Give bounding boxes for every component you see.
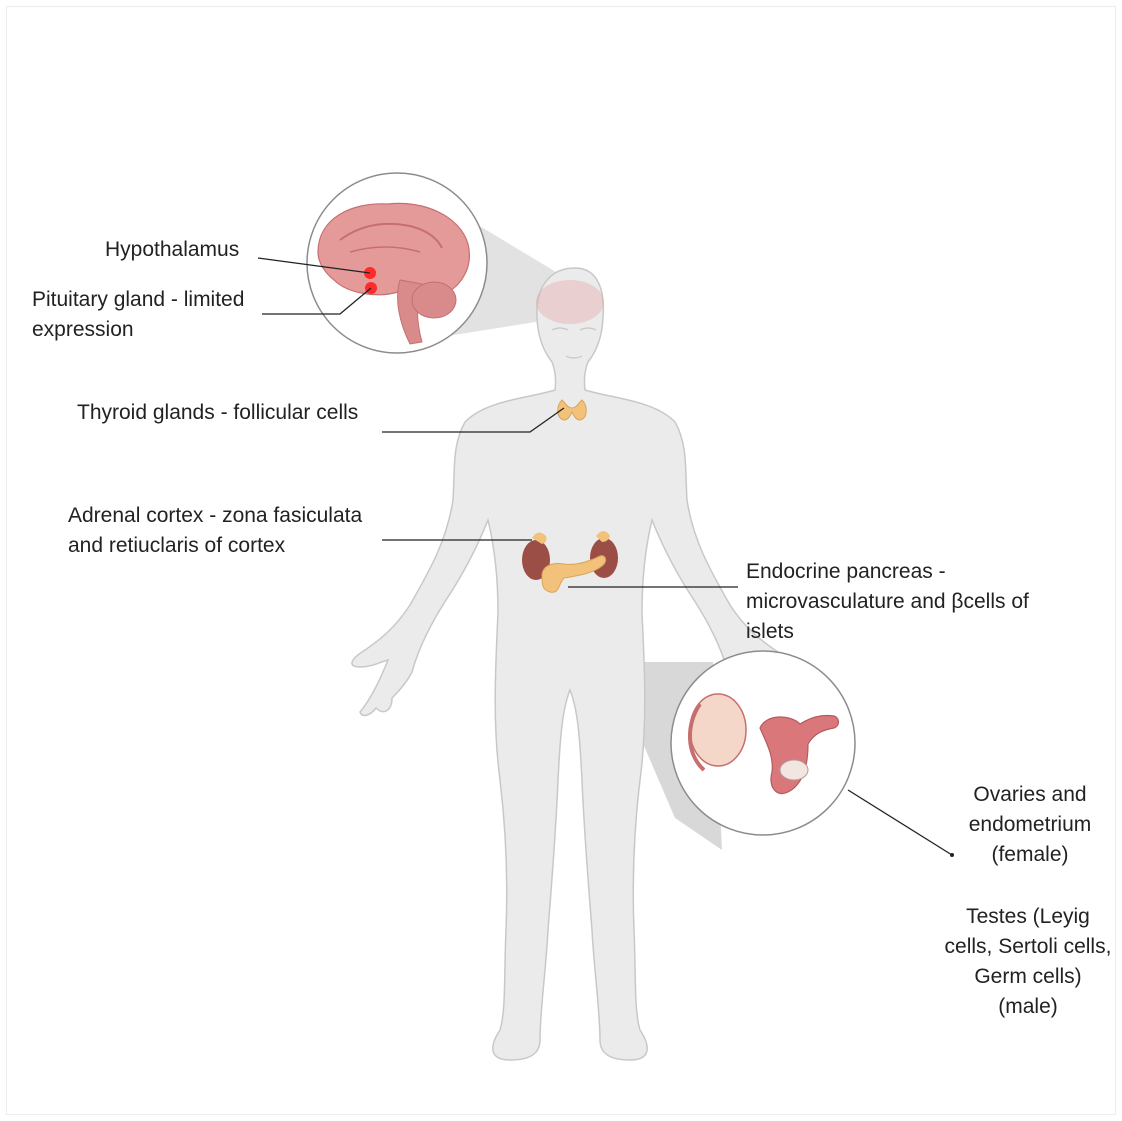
- testes-label-line-2: cells, Sertoli cells,: [930, 932, 1122, 962]
- thyroid-label: Thyroid glands - follicular cells: [77, 398, 358, 428]
- pancreas-label-line-2: microvasculature and βcells of: [746, 587, 1029, 617]
- pancreas-label-line-1: Endocrine pancreas -: [746, 557, 1029, 587]
- pituitary-label-line-1: Pituitary gland - limited: [32, 285, 244, 315]
- gonad-inset: [671, 651, 855, 835]
- pancreas-label: Endocrine pancreas - microvasculature an…: [746, 557, 1029, 647]
- testes-label-line-1: Testes (Leyig: [930, 902, 1122, 932]
- ovaries-label: Ovaries and endometrium (female): [935, 780, 1122, 870]
- testes-label-line-3: Germ cells): [930, 962, 1122, 992]
- adrenal-label: Adrenal cortex - zona fasiculata and ret…: [68, 501, 362, 561]
- brain-inset: [307, 173, 487, 353]
- hypothalamus-label: Hypothalamus: [105, 235, 239, 265]
- testes-label: Testes (Leyig cells, Sertoli cells, Germ…: [930, 902, 1122, 1022]
- adrenal-label-line-2: and retiuclaris of cortex: [68, 531, 362, 561]
- pituitary-label: Pituitary gland - limited expression: [32, 285, 244, 345]
- ovaries-label-line-1: Ovaries and: [935, 780, 1122, 810]
- testes-label-line-4: (male): [930, 992, 1122, 1022]
- pancreas-label-line-3: islets: [746, 617, 1029, 647]
- adrenal-label-line-1: Adrenal cortex - zona fasiculata: [68, 501, 362, 531]
- ovaries-label-line-2: endometrium: [935, 810, 1122, 840]
- head-brain: [536, 280, 604, 324]
- pituitary-label-line-2: expression: [32, 315, 244, 345]
- ovaries-label-line-3: (female): [935, 840, 1122, 870]
